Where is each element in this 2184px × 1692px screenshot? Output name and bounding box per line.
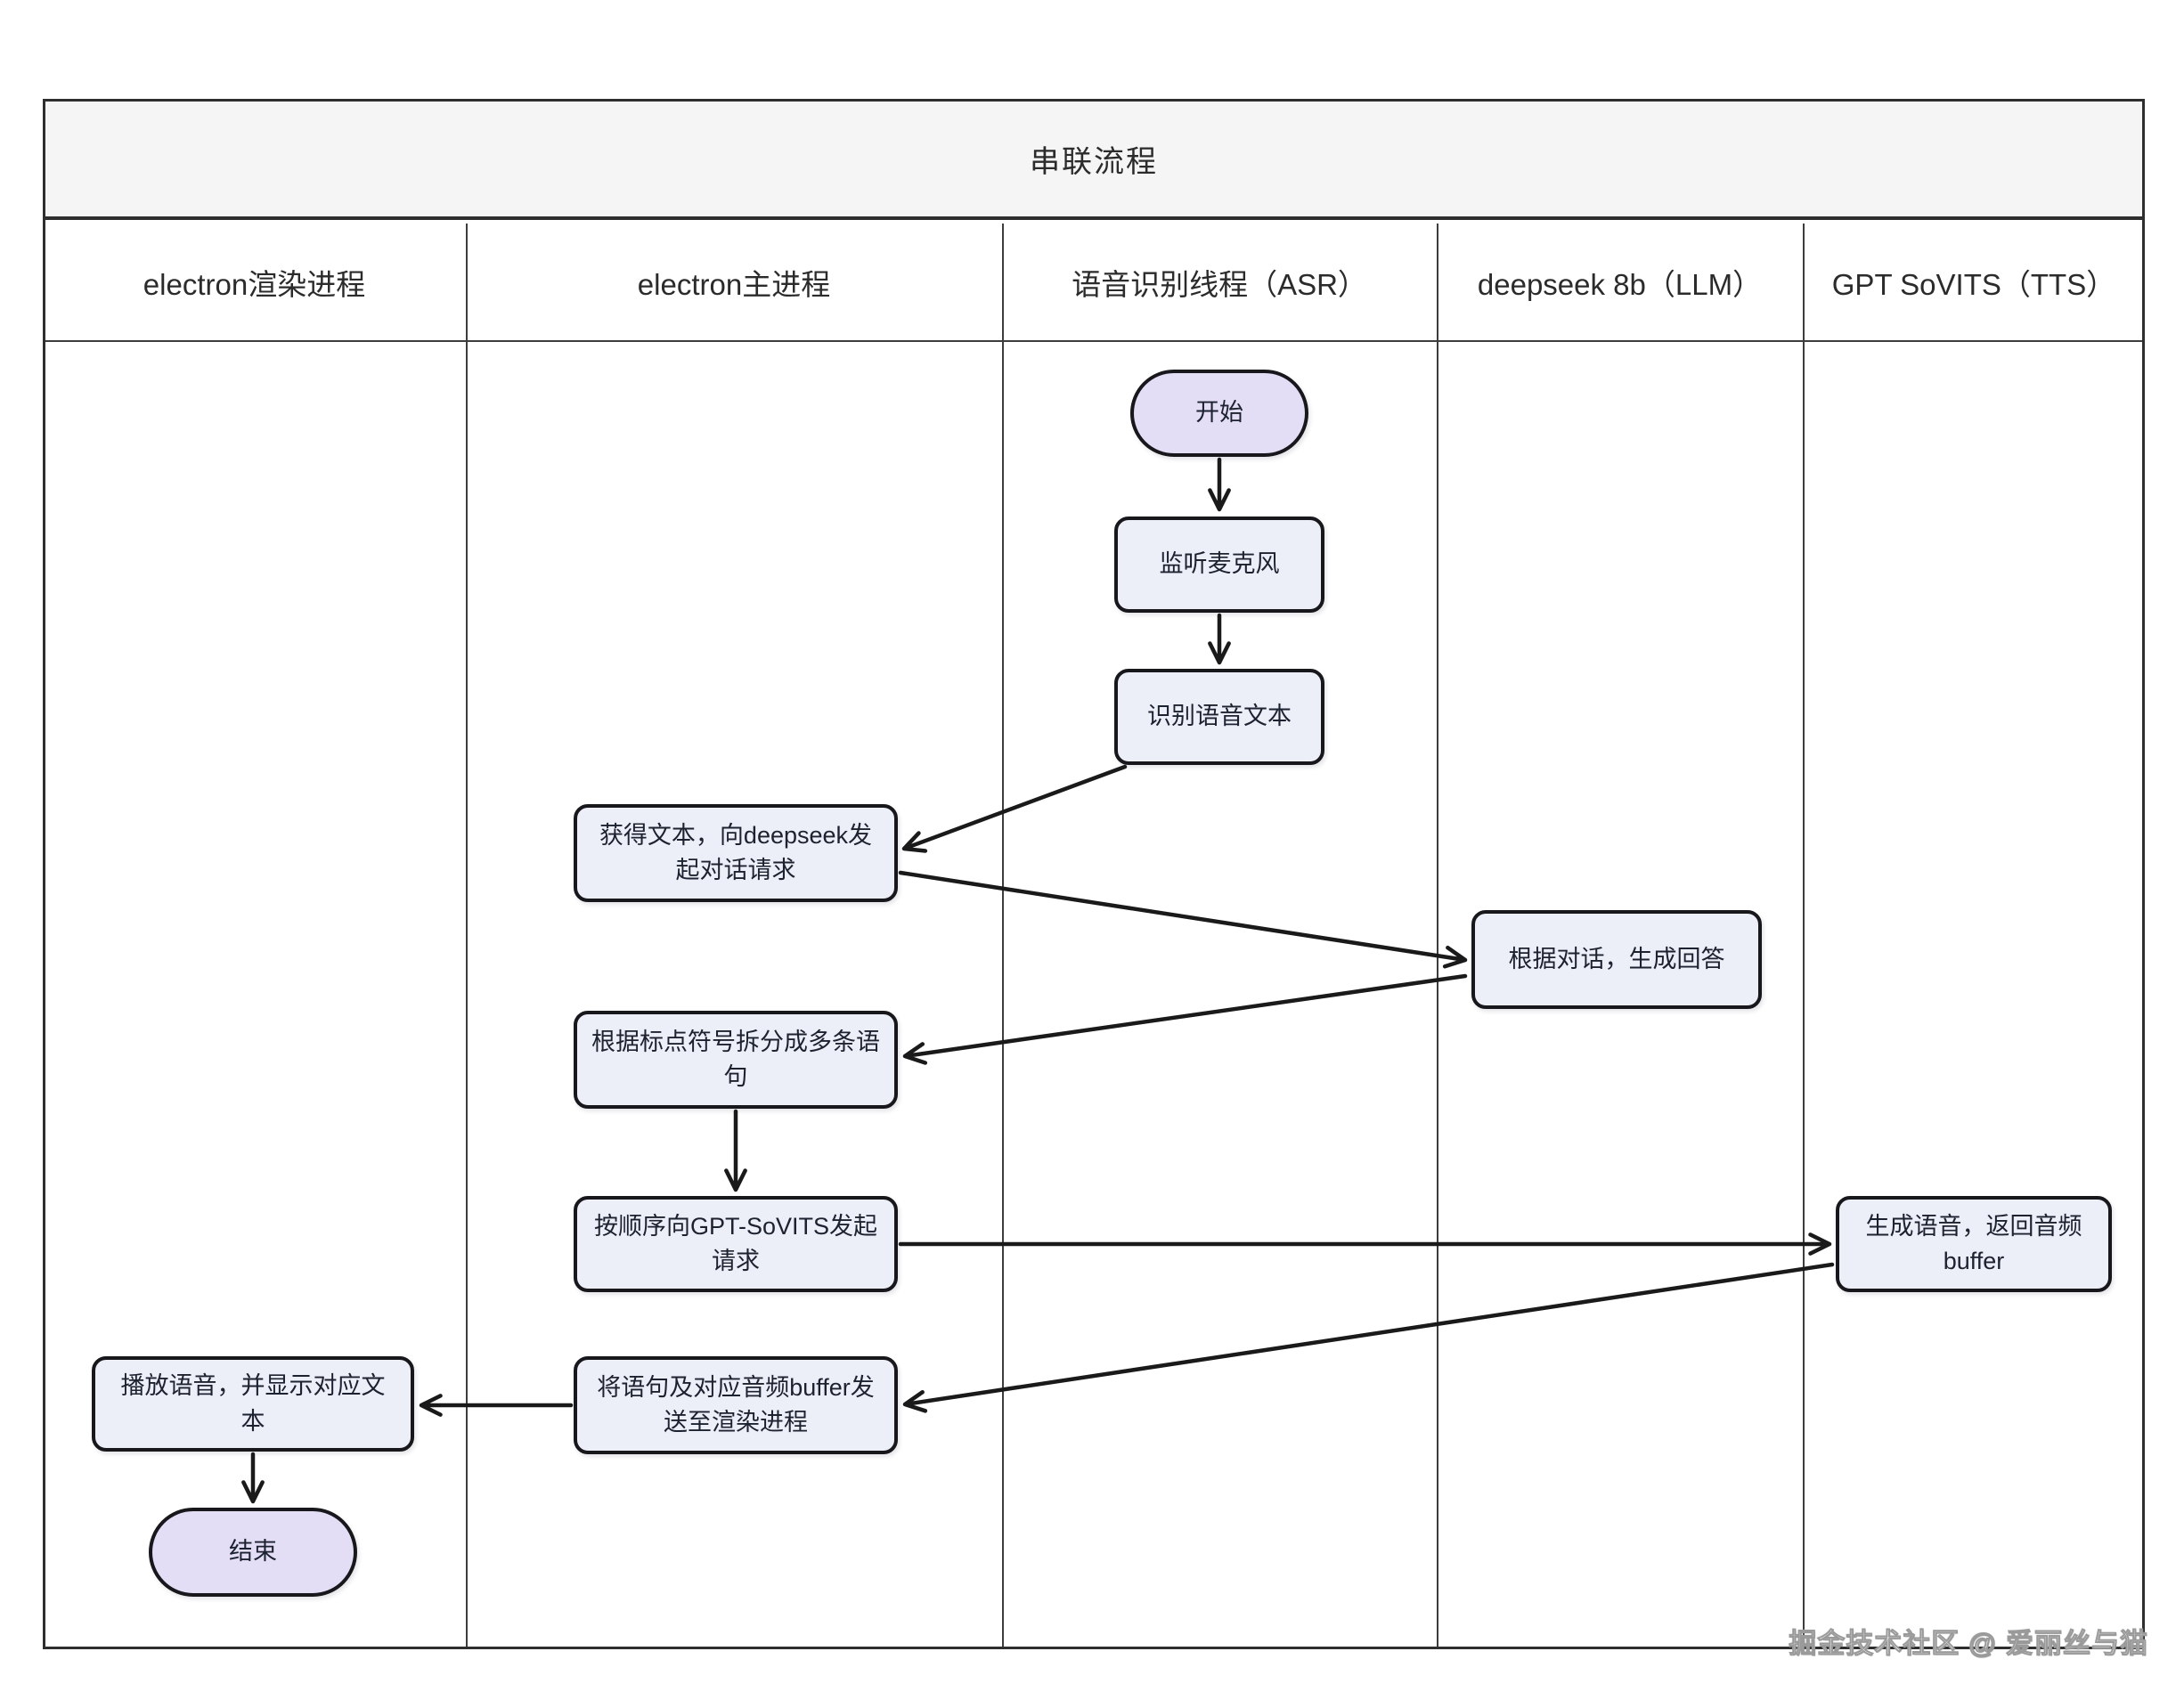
watermark: 掘金技术社区 @ 爱丽丝与猫 xyxy=(1788,1627,2148,1660)
lane-separator xyxy=(1437,224,1438,1647)
node-split-sentences-label: 根据标点符号拆分成多条语句 xyxy=(591,1028,880,1090)
node-request-deepseek-label: 获得文本，向deepseek发起对话请求 xyxy=(599,821,873,883)
node-start-label: 开始 xyxy=(1195,399,1243,427)
title-row: 串联流程 xyxy=(45,102,2142,220)
node-listen-mic-label: 监听麦克风 xyxy=(1159,550,1280,578)
lane-header-tts: GPT SoVITS（TTS） xyxy=(1831,267,2116,301)
node-play-audio: 播放语音，并显示对应文本 xyxy=(92,1356,414,1452)
lane-separator xyxy=(1803,224,1805,1647)
node-end: 结束 xyxy=(149,1508,357,1597)
lane-separator xyxy=(1002,224,1004,1647)
node-send-to-renderer: 将语句及对应音频buffer发送至渲染进程 xyxy=(574,1356,898,1454)
node-split-sentences: 根据标点符号拆分成多条语句 xyxy=(574,1011,898,1109)
node-recognize-text: 识别语音文本 xyxy=(1114,669,1324,765)
node-request-tts: 按顺序向GPT-SoVITS发起请求 xyxy=(574,1196,898,1292)
node-request-tts-label: 按顺序向GPT-SoVITS发起请求 xyxy=(593,1212,878,1274)
node-generate-answer-label: 根据对话，生成回答 xyxy=(1508,945,1725,972)
diagram-title: 串联流程 xyxy=(1030,145,1158,179)
node-start: 开始 xyxy=(1130,370,1308,457)
lane-header-main: electron主进程 xyxy=(637,267,831,301)
node-play-audio-label: 播放语音，并显示对应文本 xyxy=(120,1372,386,1435)
lane-header-llm: deepseek 8b（LLM） xyxy=(1477,267,1763,301)
lane-separator xyxy=(466,224,468,1647)
node-end-label: 结束 xyxy=(229,1538,277,1566)
node-generate-audio-label: 生成语音，返回音频buffer xyxy=(1865,1212,2082,1274)
node-recognize-text-label: 识别语音文本 xyxy=(1147,703,1292,730)
node-request-deepseek: 获得文本，向deepseek发起对话请求 xyxy=(574,804,898,902)
node-send-to-renderer-label: 将语句及对应音频buffer发送至渲染进程 xyxy=(597,1373,875,1436)
node-generate-audio: 生成语音，返回音频buffer xyxy=(1836,1196,2112,1292)
node-listen-mic: 监听麦克风 xyxy=(1114,517,1324,613)
lane-header-asr: 语音识别线程（ASR） xyxy=(1072,267,1367,301)
lane-header-renderer: electron渲染进程 xyxy=(143,267,366,301)
lane-header-row: electron渲染进程 electron主进程 语音识别线程（ASR） deepse… xyxy=(45,224,2142,342)
node-generate-answer: 根据对话，生成回答 xyxy=(1471,910,1762,1009)
